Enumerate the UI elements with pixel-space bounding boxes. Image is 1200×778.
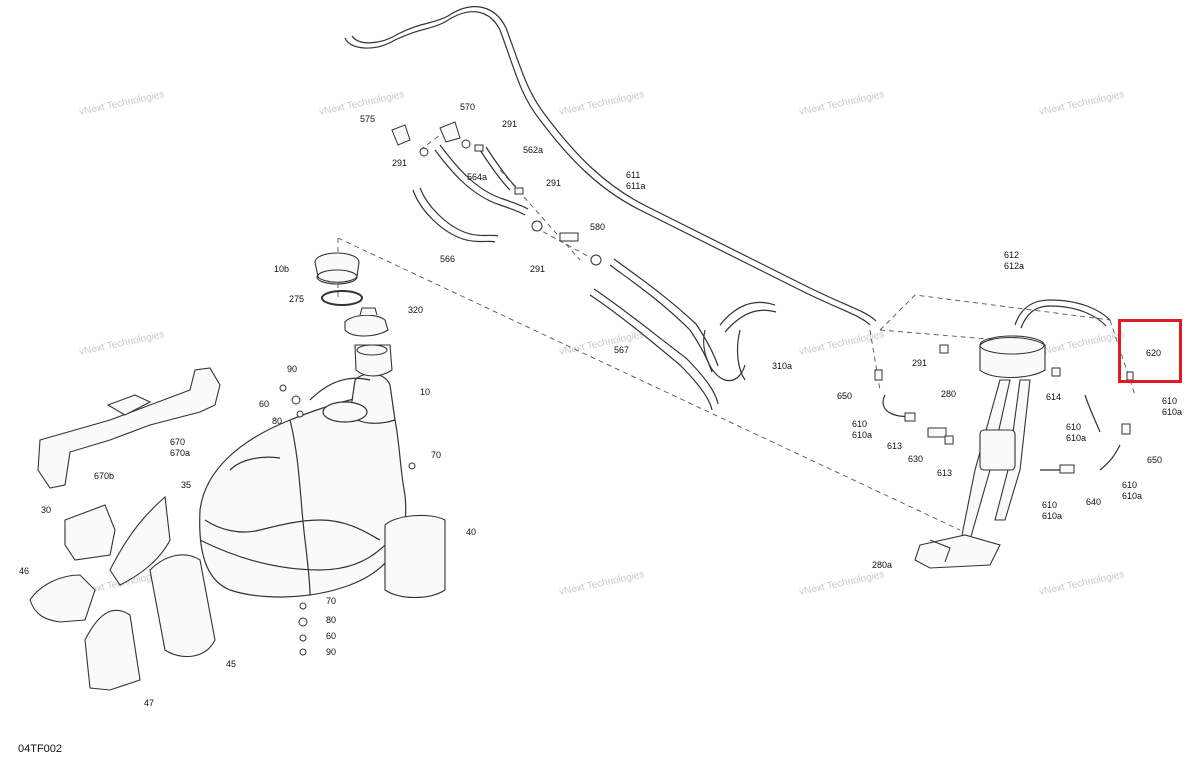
part-label-60b[interactable]: 60	[326, 631, 336, 641]
part-label-320[interactable]: 320	[408, 305, 423, 315]
part-label-566[interactable]: 566	[440, 254, 455, 264]
part-label-575[interactable]: 575	[360, 114, 375, 124]
part-label-570[interactable]: 570	[460, 102, 475, 112]
part-label-670a[interactable]: 670a	[170, 448, 190, 458]
part-label-610c[interactable]: 610	[1162, 396, 1177, 406]
filler-cap-parts	[314, 252, 393, 377]
part-label-650b[interactable]: 650	[1147, 455, 1162, 465]
hose-lines	[344, 6, 1121, 471]
part-label-610b[interactable]: 610	[1066, 422, 1081, 432]
watermark-text: vNext Technologies	[558, 89, 645, 118]
part-label-611[interactable]: 611	[626, 170, 640, 180]
part-label-670b[interactable]: 670b	[94, 471, 114, 481]
part-label-613a[interactable]: 613	[887, 441, 902, 451]
part-label-30[interactable]: 30	[41, 505, 51, 515]
part-label-10[interactable]: 10	[420, 387, 430, 397]
part-label-564a[interactable]: 564a	[467, 172, 487, 182]
part-label-630[interactable]: 630	[908, 454, 923, 464]
part-label-613b[interactable]: 613	[937, 468, 952, 478]
part-label-610da[interactable]: 610a	[1122, 491, 1142, 501]
watermark-text: vNext Technologies	[558, 329, 645, 358]
highlighted-part-label: 620	[1146, 348, 1162, 358]
watermark-text: vNext Technologies	[78, 329, 165, 358]
watermark-text: vNext Technologies	[1038, 329, 1125, 358]
part-label-35[interactable]: 35	[181, 480, 191, 490]
part-label-650a[interactable]: 650	[837, 391, 852, 401]
part-label-610aa[interactable]: 610a	[852, 430, 872, 440]
part-label-614[interactable]: 614	[1046, 392, 1061, 402]
part-label-40[interactable]: 40	[466, 527, 476, 537]
diagram-code: 04TF002	[18, 743, 63, 755]
part-label-310a[interactable]: 310a	[772, 361, 792, 371]
part-label-640[interactable]: 640	[1086, 497, 1101, 507]
part-label-291d[interactable]: 291	[530, 264, 545, 274]
part-label-610a[interactable]: 610	[852, 419, 867, 429]
part-label-291b[interactable]: 291	[502, 119, 517, 129]
part-label-47[interactable]: 47	[144, 698, 154, 708]
part-label-610ba[interactable]: 610a	[1066, 433, 1086, 443]
watermark-text: vNext Technologies	[1038, 569, 1125, 598]
fuel-tank	[199, 373, 407, 598]
part-label-60a[interactable]: 60	[259, 399, 269, 409]
part-label-612a[interactable]: 612a	[1004, 261, 1024, 271]
part-label-611a[interactable]: 611a	[626, 181, 645, 191]
part-label-45[interactable]: 45	[226, 659, 236, 669]
part-label-291e[interactable]: 291	[912, 358, 927, 368]
part-label-80a[interactable]: 80	[272, 416, 282, 426]
highlighted-part-box[interactable]	[1118, 319, 1182, 383]
part-label-46[interactable]: 46	[19, 566, 29, 576]
part-label-90a[interactable]: 90	[287, 364, 297, 374]
part-label-291c[interactable]: 291	[546, 178, 561, 188]
watermark-text: vNext Technologies	[1038, 89, 1125, 118]
watermark-text: vNext Technologies	[798, 89, 885, 118]
part-label-612[interactable]: 612	[1004, 250, 1019, 260]
part-label-580[interactable]: 580	[590, 222, 605, 232]
watermark-text: vNext Technologies	[798, 569, 885, 598]
part-label-562a[interactable]: 562a	[523, 145, 543, 155]
part-label-610ca[interactable]: 610a	[1162, 407, 1182, 417]
watermark-text: vNext Technologies	[78, 89, 165, 118]
part-label-670[interactable]: 670	[170, 437, 185, 447]
part-label-610e[interactable]: 610	[1042, 500, 1057, 510]
part-label-610ea[interactable]: 610a	[1042, 511, 1062, 521]
bracket-670	[37, 367, 221, 489]
part-label-280a[interactable]: 280a	[872, 560, 892, 570]
part-label-80b[interactable]: 80	[326, 615, 336, 625]
part-label-90b[interactable]: 90	[326, 647, 336, 657]
part-label-291a[interactable]: 291	[392, 158, 407, 168]
body-panels	[29, 495, 446, 691]
part-label-610d[interactable]: 610	[1122, 480, 1137, 490]
small-fittings	[279, 121, 1134, 656]
part-label-10b[interactable]: 10b	[274, 264, 289, 274]
part-label-275[interactable]: 275	[289, 294, 304, 304]
part-label-70b[interactable]: 70	[326, 596, 336, 606]
watermark-text: vNext Technologies	[558, 569, 645, 598]
part-label-567[interactable]: 567	[614, 345, 629, 355]
part-label-280[interactable]: 280	[941, 389, 956, 399]
fuel-pump-assembly	[914, 335, 1046, 569]
part-label-70a[interactable]: 70	[431, 450, 441, 460]
